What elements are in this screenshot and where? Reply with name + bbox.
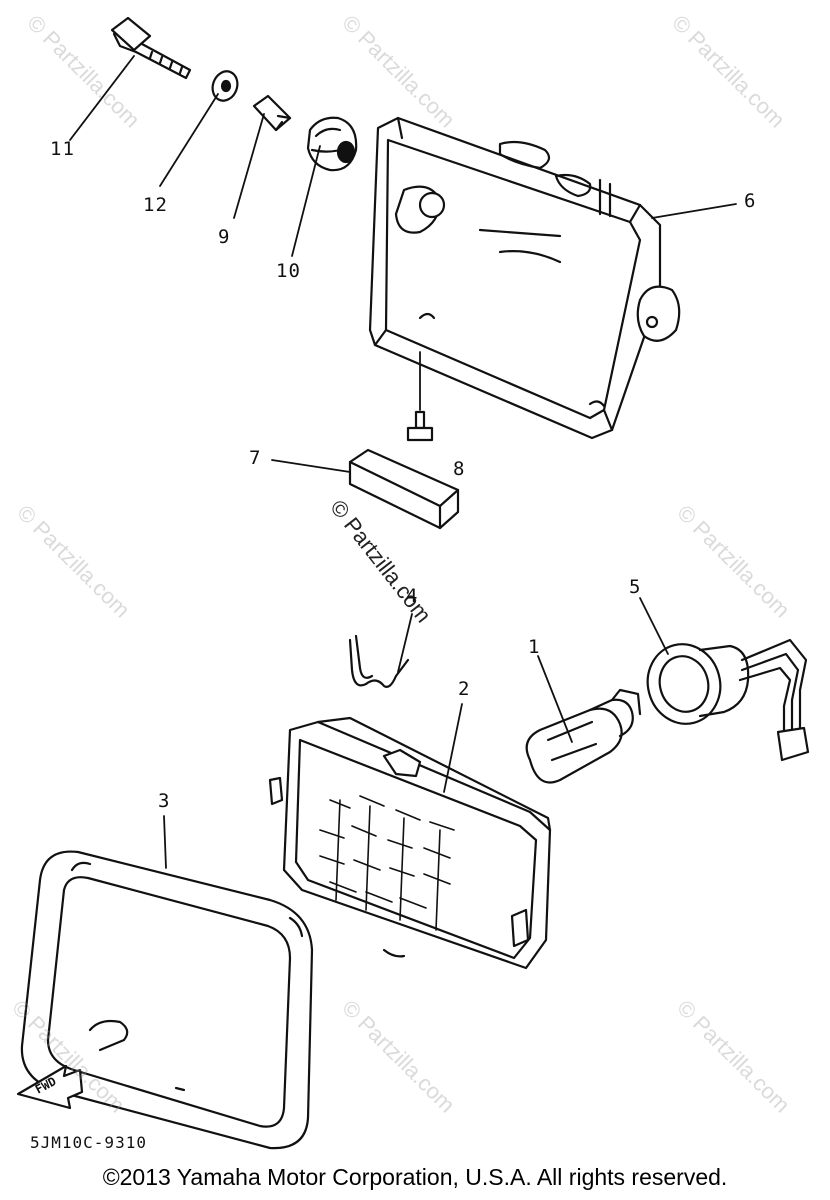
callout-1: 1 [528, 636, 541, 658]
callout-10: 10 [276, 260, 301, 282]
copyright-notice: ©2013 Yamaha Motor Corporation, U.S.A. A… [102, 1164, 728, 1190]
part-1-bulb [525, 688, 642, 784]
part-10-grommet [306, 116, 358, 172]
callout-7: 7 [249, 447, 262, 469]
part-2-lens [268, 716, 552, 970]
callout-4: 4 [406, 585, 419, 607]
drawing-code: 5JM10C-9310 [30, 1133, 147, 1152]
callout-9: 9 [218, 226, 231, 248]
part-6-headlight-housing [368, 116, 681, 440]
part-5-socket [646, 638, 810, 762]
part-12-washer [211, 70, 239, 102]
part-9-collar [252, 94, 292, 132]
callout-11: 11 [50, 138, 75, 160]
callout-12: 12 [143, 194, 168, 216]
callout-6: 6 [744, 190, 757, 212]
fwd-arrow [16, 1064, 84, 1110]
part-11-bolt [110, 16, 192, 80]
part-7-block [348, 448, 460, 530]
callout-3: 3 [158, 790, 171, 812]
part-8-screw [406, 410, 434, 442]
leader-lines [69, 55, 737, 869]
part-3-rim [20, 850, 314, 1150]
callout-5: 5 [629, 576, 642, 598]
callout-8: 8 [453, 458, 466, 480]
part-4-wire-clip [348, 634, 410, 688]
callout-2: 2 [458, 678, 471, 700]
